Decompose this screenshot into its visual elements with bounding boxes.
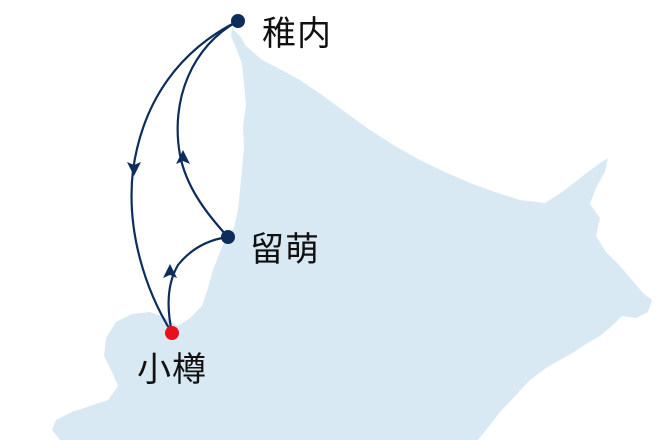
rumoi-label: 留萌 — [250, 230, 320, 270]
arrow-rumoi-wakkanai — [176, 150, 190, 164]
route-arrows — [127, 150, 190, 278]
otaru-marker — [165, 326, 179, 340]
route-otaru-to-rumoi — [167, 235, 230, 335]
route-rumoi-to-wakkanai — [176, 19, 240, 239]
wakkanai-marker — [231, 14, 245, 28]
rumoi-marker — [221, 230, 235, 244]
otaru-label: 小樽 — [137, 350, 207, 390]
arrow-otaru-rumoi — [163, 264, 177, 278]
arrow-wakkanai-otaru — [127, 162, 141, 176]
wakkanai-label: 稚内 — [262, 14, 332, 54]
hokkaido-landmass — [52, 28, 652, 440]
